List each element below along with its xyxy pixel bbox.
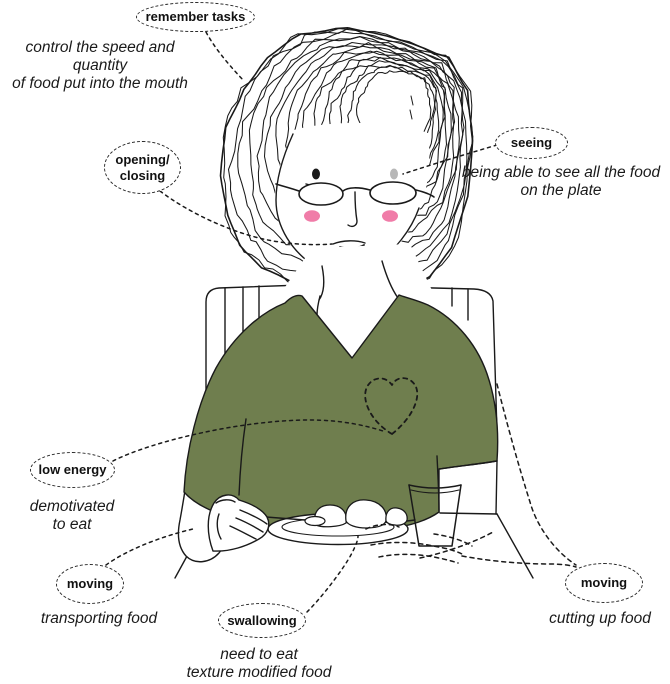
bubble-seeing: seeing: [495, 127, 568, 159]
table-and-right-arm: [406, 460, 534, 579]
hair-part-whorl: [408, 90, 414, 124]
right-cheek: [382, 210, 398, 222]
spoon: [265, 515, 326, 527]
heart-icon: [364, 377, 419, 435]
face: [275, 122, 435, 276]
right-eye-gray: [390, 168, 398, 180]
left-cheek: [304, 210, 320, 222]
bubble-low-energy: low energy: [30, 452, 115, 488]
left-eye: [312, 168, 320, 180]
caption-moving-right: cutting up food: [549, 610, 651, 627]
bubble-swallowing: swallowing: [218, 603, 306, 638]
neck: [274, 244, 438, 370]
chair-back: [205, 284, 498, 453]
caption-remember-tasks: control the speed and quantity of food p…: [12, 39, 188, 93]
connector-swallowing: [306, 535, 359, 613]
table-right-corner: [496, 513, 534, 579]
mouth: [332, 240, 366, 245]
caption-moving-left: transporting food: [40, 610, 158, 627]
caption-low-energy: demotivated to eat: [29, 498, 115, 534]
nose: [347, 191, 358, 228]
caption-swallowing: need to eat texture modified food: [186, 646, 332, 682]
connector-opening-closing: [159, 190, 333, 246]
shirt: [183, 294, 499, 532]
left-hand: [207, 494, 270, 552]
bubble-opening-closing: opening/ closing: [104, 141, 181, 194]
bubble-moving-right: moving: [565, 563, 643, 603]
bubble-remember-tasks: remember tasks: [136, 2, 255, 32]
left-sleeve-hem: [238, 418, 247, 496]
connector-moving-left: [105, 528, 194, 566]
caption-seeing: being able to see all the food on the pl…: [461, 164, 661, 200]
ghost-cutting-hand: [365, 383, 577, 568]
glasses: [275, 181, 435, 206]
connector-low-energy: [112, 419, 387, 462]
connector-remember-tasks: [205, 31, 245, 82]
connector-lines: [105, 31, 498, 613]
connector-seeing: [402, 144, 498, 175]
bubble-moving-left: moving: [56, 564, 124, 604]
right-sleeve-hem: [436, 455, 440, 513]
